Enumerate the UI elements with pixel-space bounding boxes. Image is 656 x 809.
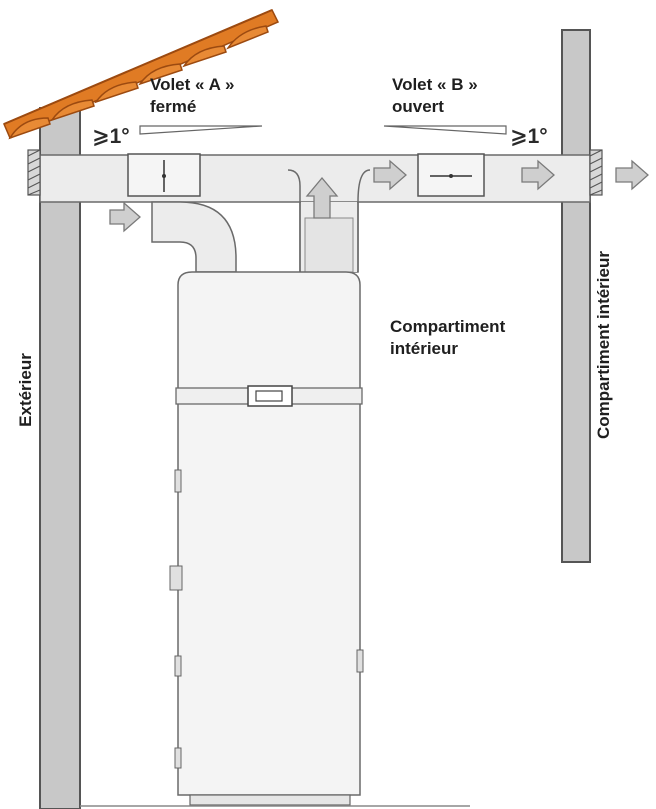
- damper-b: [417, 153, 485, 197]
- damper-a: [127, 153, 201, 197]
- volet-b-line2: ouvert: [392, 97, 444, 116]
- angle-b-label: ⩾1°: [510, 125, 548, 148]
- volet-b-label: Volet « B » ouvert: [392, 74, 478, 118]
- arrow-icon: [615, 159, 649, 191]
- exterior-wall: [39, 107, 81, 809]
- intake-elbow: [151, 201, 237, 273]
- arrow-icon: [305, 176, 339, 219]
- water-heater-tank: [169, 271, 364, 806]
- control-panel: [247, 385, 293, 407]
- exterieur-vertical-label: Extérieur: [16, 353, 35, 427]
- left-grille: [27, 149, 41, 196]
- slope-wedge-a: [139, 125, 263, 135]
- roof-tiles-icon: [3, 9, 280, 140]
- angle-a-label: ⩾1°: [92, 125, 130, 148]
- arrow-icon: [109, 201, 141, 233]
- volet-a-line2: fermé: [150, 97, 197, 116]
- slope-wedge-b: [383, 125, 507, 135]
- volet-a-line1: Volet « A »: [150, 75, 235, 94]
- compartiment-label: Compartiment intérieur: [390, 316, 505, 360]
- arrow-icon: [373, 159, 407, 191]
- volet-b-line1: Volet « B »: [392, 75, 478, 94]
- arrow-icon: [521, 159, 555, 191]
- volet-a-label: Volet « A » fermé: [150, 74, 234, 118]
- compartiment-vertical-label: Compartiment intérieur: [594, 251, 613, 439]
- compartiment-line2: intérieur: [390, 339, 459, 358]
- interior-wall: [561, 29, 591, 563]
- right-grille: [589, 149, 603, 196]
- compartiment-line1: Compartiment: [390, 317, 506, 336]
